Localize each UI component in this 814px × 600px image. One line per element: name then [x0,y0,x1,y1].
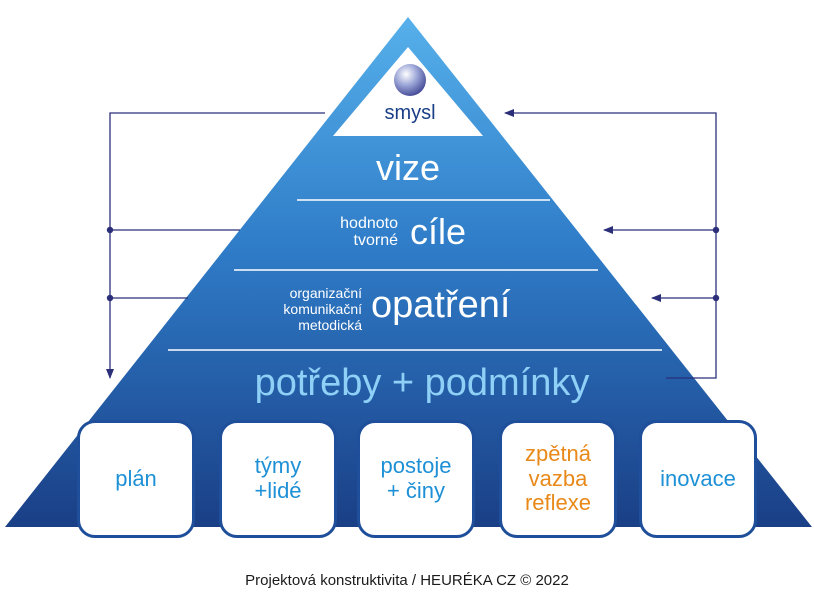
measures-prefix-line2: komunikační [283,301,362,317]
box-plan: plán [77,420,195,538]
level-goals-label: cíle [410,211,467,252]
measures-prefix-line1: organizační [289,285,362,301]
measures-prefix-line3: metodická [298,317,362,333]
box-teams: týmy +lidé [219,420,337,538]
level-vision-label: vize [375,147,441,188]
pyramid-body [5,17,812,527]
junction-dot [712,294,720,302]
junction-dot [106,294,114,302]
box-teams-label: týmy +lidé [254,453,302,503]
box-innovation: inovace [639,420,757,538]
goals-prefix-line1: hodnoto [340,215,398,232]
level-measures-label: opatření [371,284,511,326]
right-feedback-connector [504,109,717,379]
orb-icon [394,64,426,96]
apex-label: smysl [384,102,436,124]
box-plan-label: plán [115,465,157,491]
box-innovation-label: inovace [660,465,736,491]
level-base-label: potřeby + podmínky [254,362,590,404]
box-attitudes-label: postoje + činy [380,453,452,503]
junction-dot [106,226,114,234]
left-feedback-connector [106,112,325,379]
box-feedback: zpětná vazba reflexe [499,420,617,538]
footer-credit: Projektová konstruktivita / HEURÉKA CZ ©… [245,572,569,589]
junction-dot [712,226,720,234]
box-attitudes: postoje + činy [357,420,475,538]
box-feedback-label: zpětná vazba reflexe [524,441,592,516]
goals-prefix-line2: tvorné [353,232,398,249]
